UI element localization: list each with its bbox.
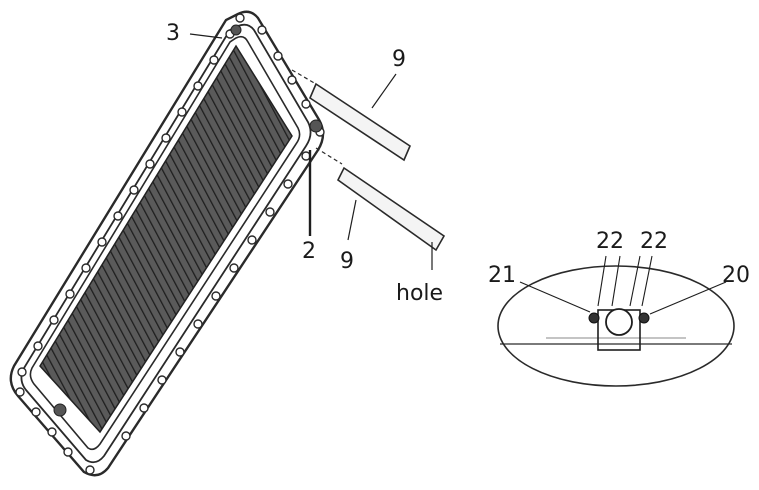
label-bar-upper: 9 xyxy=(392,47,406,72)
label-detail-20: 20 xyxy=(722,263,750,288)
nut-right xyxy=(638,312,650,324)
frame-assembly xyxy=(9,10,325,477)
label-post: 2 xyxy=(302,239,316,264)
label-detail-22b: 22 xyxy=(640,229,668,254)
label-frame: 3 xyxy=(166,21,180,46)
corner-bolt-right xyxy=(309,119,323,133)
label-detail-21: 21 xyxy=(488,263,516,288)
nut-left xyxy=(588,312,600,324)
corner-bolt-bottom xyxy=(53,403,67,417)
detail-view xyxy=(497,255,735,387)
middle-rail xyxy=(20,23,312,464)
label-bar-lower: 9 xyxy=(340,249,354,274)
rail-knobs xyxy=(15,13,325,475)
corner-bolt-top xyxy=(230,24,242,36)
outer-rail xyxy=(9,10,325,477)
detail-ellipse xyxy=(497,265,735,387)
label-hole: hole xyxy=(396,281,443,306)
bar-lower xyxy=(315,147,446,252)
mesh-panel xyxy=(39,44,293,434)
inner-rail xyxy=(29,35,301,451)
bar-upper xyxy=(291,69,411,162)
pipe-section xyxy=(605,308,633,336)
label-detail-22a: 22 xyxy=(596,229,624,254)
leader-lines xyxy=(189,33,433,270)
